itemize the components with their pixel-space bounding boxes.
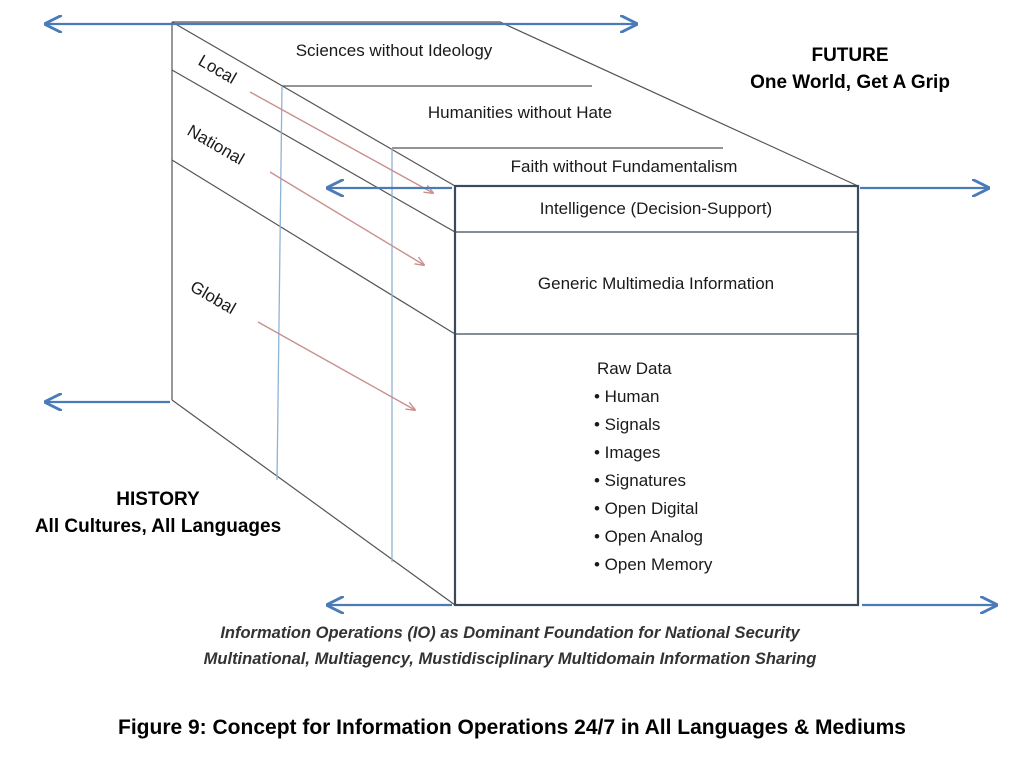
side-divider-national (171, 159, 456, 335)
raw-data-item: • Signatures (594, 471, 686, 490)
raw-data-item: • Human (594, 387, 659, 406)
front-layer-intelligence: Intelligence (Decision-Support) (540, 199, 772, 218)
raw-data-item: • Signals (594, 415, 660, 434)
top-layer-humanities: Humanities without Hate (428, 103, 612, 122)
side-label-national: National (184, 121, 248, 169)
side-face (171, 22, 456, 606)
raw-data-title: Raw Data (597, 359, 672, 378)
top-layer-faith: Faith without Fundamentalism (511, 157, 738, 176)
blue-arrows (46, 24, 996, 605)
foundation-line-2: Multinational, Multiagency, Mustidiscipl… (203, 650, 817, 668)
foundation-note: Information Operations (IO) as Dominant … (100, 620, 920, 672)
raw-data-item: • Images (594, 443, 660, 462)
side-label-global: Global (187, 277, 239, 318)
raw-data-item: • Open Digital (594, 499, 698, 518)
future-title: FUTURE (811, 45, 889, 66)
future-subtitle: One World, Get A Grip (750, 72, 950, 93)
front-face (453, 184, 860, 607)
raw-data-list: • Human • Signals • Images • Signatures • Op… (594, 387, 713, 574)
history-label: HISTORY All Cultures, All Languages (8, 486, 308, 540)
top-layer-sciences: Sciences without Ideology (296, 41, 493, 60)
future-label: FUTURE One World, Get A Grip (720, 42, 980, 96)
raw-data-item: • Open Memory (594, 555, 713, 574)
side-vertical-lines (276, 85, 393, 562)
side-label-local: Local (195, 51, 240, 88)
figure-caption: Figure 9: Concept for Information Operat… (118, 716, 906, 739)
side-arrows (249, 91, 433, 410)
history-title: HISTORY (116, 489, 200, 510)
side-divider-local (171, 69, 456, 233)
raw-data-item: • Open Analog (594, 527, 703, 546)
front-layer-information: Generic Multimedia Information (538, 274, 774, 293)
history-subtitle: All Cultures, All Languages (34, 516, 282, 537)
foundation-line-1: Information Operations (IO) as Dominant … (220, 624, 800, 642)
